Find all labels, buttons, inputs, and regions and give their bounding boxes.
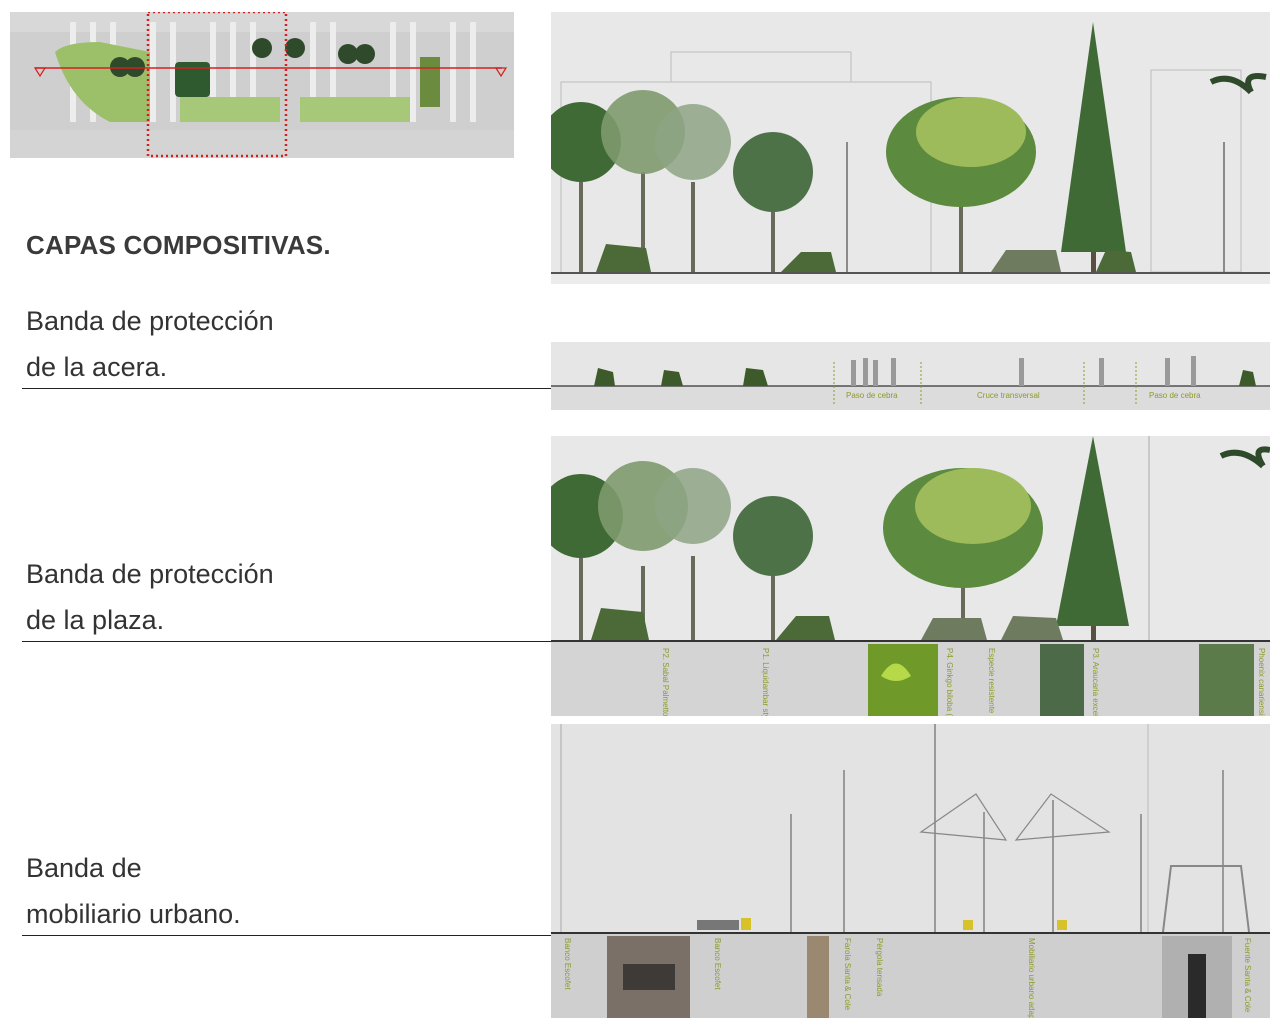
band-label-acera: Banda de protección de la acera. [26,298,274,390]
band-underline-mobiliario [22,935,551,936]
furniture-label: Banco Escofet [563,938,572,990]
plaza-band-panel: P2. Sabal Palmetto (Palmito silvestre) P… [551,436,1270,716]
species-label: P4. Ginkgo biloba (Árbol de los cuarenta… [945,648,954,716]
mobiliario-band-drawing: Banco Escofet Banco Escofet Farola Santa… [551,724,1270,1018]
furniture-label: Mobiliario urbano adaptado [1027,938,1036,1018]
crosswalk-label: Paso de cebra [1149,391,1201,400]
crosswalk-label: Paso de cebra [846,391,898,400]
plaza-band-drawing: P2. Sabal Palmetto (Palmito silvestre) P… [551,436,1270,716]
acera-band-drawing: Paso de cebra Cruce transversal Paso de … [551,342,1270,410]
araucaria-photo [1040,644,1084,716]
band-underline-plaza [22,641,551,642]
species-label: P1. Liquidambar styraciflua (Árbol del á… [761,648,770,716]
mobiliario-band-panel: Banco Escofet Banco Escofet Farola Santa… [551,724,1270,1018]
band-label-line2: mobiliario urbano. [26,899,241,929]
key-plan [10,12,514,158]
acera-band-panel: Paso de cebra Cruce transversal Paso de … [551,342,1270,410]
band-label-line1: Banda de protección [26,559,274,589]
band-label-line2: de la plaza. [26,605,165,635]
furniture-label: Fuente Santa & Cole [1243,938,1252,1013]
furniture-label: Banco Escofet [713,938,722,990]
species-label: Phoenix canariensis (Palmera canaria) [1257,648,1266,716]
section-elevation-drawing [551,12,1270,284]
page-heading: CAPAS COMPOSITIVAS. [26,230,331,260]
furniture-label: Farola Santa & Cole [843,938,852,1011]
band-label-line2: de la acera. [26,352,168,382]
species-note: Especie resistente a la polución. [987,648,996,716]
band-label-plaza: Banda de protección de la plaza. [26,551,274,643]
band-underline-acera [22,388,551,389]
band-label-mobiliario: Banda de mobiliario urbano. [26,845,241,937]
key-plan-drawing [10,12,514,158]
band-label-line1: Banda de [26,853,142,883]
band-label-line1: Banda de protección [26,306,274,336]
species-label: P2. Sabal Palmetto (Palmito silvestre) [661,648,670,716]
species-label: P3. Araucaria excelsa (Araucaria) [1091,648,1100,716]
ginkgo-photo [868,644,938,716]
lamp-photo [807,936,829,1018]
palm-photo [1199,644,1254,716]
cross-label: Cruce transversal [977,391,1040,400]
furniture-label: Pérgola tensada [875,938,884,997]
section-elevation [551,12,1270,284]
